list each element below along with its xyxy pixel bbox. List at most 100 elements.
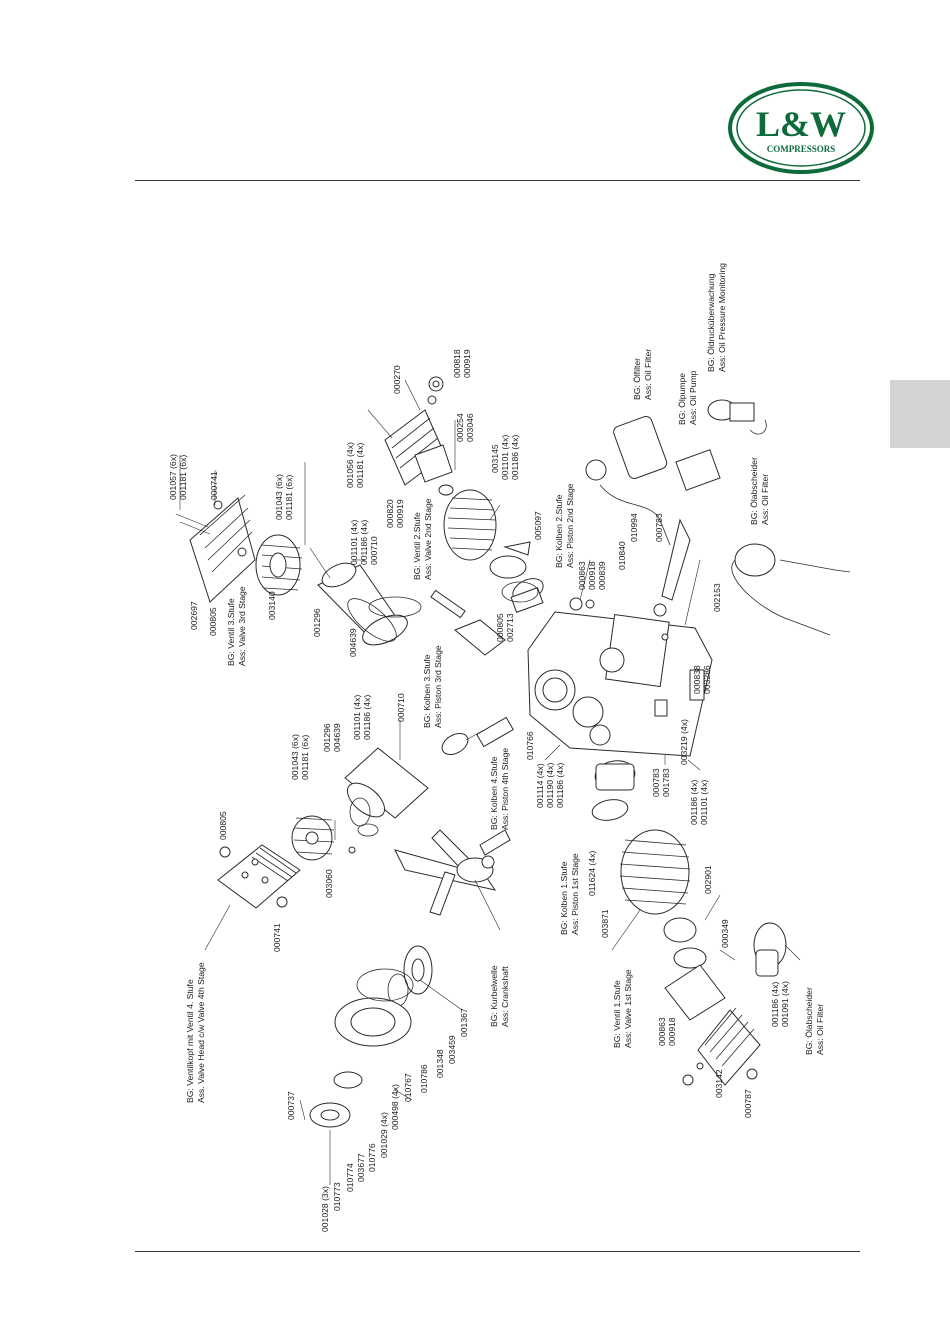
label-bg-ventil2: BG: Ventil 2.Stufe bbox=[412, 512, 422, 580]
label-010773: 010773 bbox=[332, 1182, 342, 1211]
label-001101-4x-a: 001101 (4x) bbox=[349, 520, 359, 565]
label-004639-b: 004639 bbox=[332, 723, 342, 752]
label-001029: 001029 (4x) bbox=[379, 1112, 389, 1158]
label-003286: 003286 bbox=[702, 665, 712, 694]
gasket-c bbox=[501, 581, 539, 603]
label-000349: 000349 bbox=[720, 919, 730, 948]
label-ass-piston3: Ass: Piston 3rd Stage bbox=[433, 645, 443, 728]
label-010767: 010767 bbox=[403, 1073, 413, 1102]
label-ass-valve1: Ass: Valve 1st Stage bbox=[623, 969, 633, 1048]
label-ass-oilfilter-b: Ass: Oil Filter bbox=[760, 474, 770, 525]
label-ass-crankshaft: Ass: Crankshaft bbox=[500, 966, 510, 1027]
label-000818: 000818 bbox=[452, 349, 462, 378]
footer-rule bbox=[135, 1251, 860, 1252]
label-000863-a: 000863 bbox=[577, 561, 587, 590]
label-000820: 000820 bbox=[385, 499, 395, 528]
header-rule bbox=[135, 180, 860, 181]
label-001181-4x: 001181 (4x) bbox=[355, 443, 365, 488]
label-bg-ventilkopf: BG: Ventilkopf mit Ventil 4. Stufe bbox=[185, 979, 195, 1103]
cylinder-stage4-004639 bbox=[344, 747, 429, 837]
label-bg-ventil1: BG: Ventil 1.Stufe bbox=[612, 980, 622, 1048]
label-001296-a: 001296 bbox=[312, 608, 322, 637]
label-bg-kolben3: BG: Kolben 3.Stufe bbox=[422, 654, 432, 728]
label-001186-4x-a: 001186 (4x) bbox=[359, 520, 369, 565]
label-000805-b: 000805 bbox=[495, 613, 505, 642]
label-003142: 003142 bbox=[714, 1069, 724, 1098]
label-003219: 003219 (4x) bbox=[679, 719, 689, 765]
label-000787: 000787 bbox=[743, 1089, 753, 1118]
cylinder-stage4-003060 bbox=[291, 815, 356, 861]
label-000805-c: 000805 bbox=[218, 811, 228, 840]
gasket-a bbox=[347, 598, 397, 642]
label-ass-piston1: Ass: Piston 1st Stage bbox=[570, 853, 580, 935]
label-bg-ventil3: BG: Ventil 3.Stufe bbox=[226, 598, 236, 666]
label-bg-oeldruck: BG: Öldrucküberwachung bbox=[706, 273, 716, 372]
label-001186-4x-f: 001186 (4x) bbox=[770, 982, 780, 1027]
label-000741-a: 000741 bbox=[209, 471, 219, 500]
cylinder-stage2-003145 bbox=[443, 489, 531, 579]
label-001091: 001091 (4x) bbox=[780, 981, 790, 1027]
label-010766: 010766 bbox=[525, 731, 535, 760]
label-ass-piston4: Ass: Piston 4th Stage bbox=[500, 748, 510, 830]
label-011624: 011624 (4x) bbox=[587, 851, 597, 896]
label-001367: 001367 bbox=[459, 1008, 469, 1037]
cylinder-stage3-003140 bbox=[255, 534, 303, 596]
label-003145: 003145 bbox=[490, 444, 500, 473]
label-003871: 003871 bbox=[600, 909, 610, 938]
cylinder-stage3-004639 bbox=[317, 562, 422, 646]
label-ass-valve3: Ass: Valve 3rd Stage bbox=[237, 586, 247, 666]
cylinder-stage1-003871 bbox=[619, 829, 697, 943]
logo-text: L&W bbox=[756, 104, 846, 144]
label-001101-4x-c: 001101 (4x) bbox=[352, 695, 362, 740]
label-000919-a: 000919 bbox=[395, 499, 405, 528]
label-010774: 010774 bbox=[345, 1163, 355, 1192]
piston-stage2 bbox=[510, 578, 595, 613]
piston-stage1 bbox=[591, 760, 636, 821]
label-002697: 002697 bbox=[189, 601, 199, 630]
label-000783-a: 000783 bbox=[654, 513, 664, 542]
label-ass-oilpump: Ass: Oil Pump bbox=[688, 370, 698, 425]
label-001190: 001190 (4x) bbox=[545, 763, 555, 808]
label-000254: 000254 bbox=[455, 413, 465, 442]
label-002153: 002153 bbox=[712, 583, 722, 612]
label-001783: 001783 bbox=[661, 768, 671, 797]
label-003140: 003140 bbox=[267, 591, 277, 620]
label-ass-oilfilter-a: Ass: Oil Filter bbox=[643, 349, 653, 400]
label-003677: 003677 bbox=[356, 1153, 366, 1182]
bearing-assembly bbox=[309, 945, 433, 1128]
label-001186-4x-c: 001186 (4x) bbox=[362, 695, 372, 740]
section-tab-marker bbox=[890, 380, 950, 448]
label-001186-4x-e: 001186 (4x) bbox=[689, 780, 699, 825]
label-001101-4x-b: 001101 (4x) bbox=[500, 435, 510, 480]
parts-drawing bbox=[175, 376, 851, 1128]
logo-subtext: COMPRESSORS bbox=[767, 144, 836, 154]
label-bg-kolben1: BG: Kolben 1.Stufe bbox=[559, 861, 569, 935]
label-bg-kolben2: BG: Kolben 2.Stufe bbox=[554, 494, 564, 568]
valve-stage1-000349 bbox=[664, 947, 726, 1021]
leader-lines bbox=[179, 379, 801, 1185]
label-001057: 001057 (6x) bbox=[168, 454, 178, 500]
piston-stage4 bbox=[441, 716, 514, 755]
label-bg-oelpumpe: BG: Ölpumpe bbox=[677, 373, 687, 425]
label-002713: 002713 bbox=[505, 613, 515, 642]
label-010776: 010776 bbox=[367, 1143, 377, 1172]
lw-compressors-logo: L&W COMPRESSORS bbox=[728, 82, 874, 174]
label-001181-6x-c: 001181 (6x) bbox=[300, 735, 310, 780]
label-ass-valve2: Ass: Valve 2nd Stage bbox=[423, 498, 433, 580]
plate-stage2 bbox=[414, 444, 454, 496]
label-001348: 001348 bbox=[435, 1049, 445, 1078]
crankcase bbox=[527, 611, 713, 757]
label-bg-kurbelwelle: BG: Kurbelwelle bbox=[489, 965, 499, 1027]
label-003046: 003046 bbox=[465, 413, 475, 442]
label-002901: 002901 bbox=[703, 865, 713, 894]
labels: 001057 (6x) 001181 (6x) 000741 002697 00… bbox=[168, 263, 825, 1232]
label-005097: 005097 bbox=[533, 511, 543, 540]
label-000710-b: 000710 bbox=[396, 693, 406, 722]
label-ass-valvehead: Ass. Valve Head c/w Valve 4th Stage bbox=[196, 962, 206, 1103]
label-000498: 000498 (4x) bbox=[390, 1084, 400, 1130]
label-001043-b: 001043 (6x) bbox=[290, 734, 300, 780]
label-001186-4x-b: 001186 (4x) bbox=[510, 435, 520, 480]
label-000838: 000838 bbox=[692, 665, 702, 694]
label-000737: 000737 bbox=[286, 1091, 296, 1120]
